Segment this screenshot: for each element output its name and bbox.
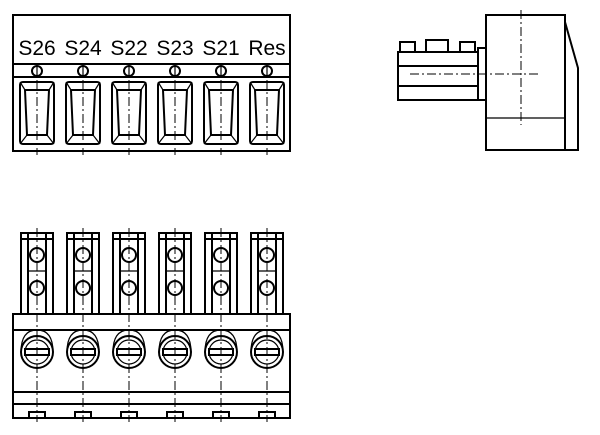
side-latch-3: [459, 41, 476, 53]
socket-bevel: [186, 81, 193, 91]
terminal-label: S26: [18, 37, 55, 60]
bottom-body-outline: [12, 313, 291, 419]
side-latch-2: [425, 39, 449, 53]
socket-bevel: [111, 81, 118, 91]
side-plug-outline: [397, 47, 487, 101]
socket-bevel: [232, 81, 239, 91]
terminal-label: S21: [202, 37, 239, 60]
front-terminal-1: S26: [18, 37, 56, 155]
socket-inner: [23, 89, 51, 136]
front-terminal-5: S21: [202, 37, 240, 155]
bottom-terminal-5: [204, 228, 238, 422]
front-body-outline: [12, 14, 291, 152]
bottom-terminal-6: [250, 228, 284, 422]
socket-bevel: [138, 134, 147, 145]
socket-bevel: [19, 134, 28, 145]
front-view: S26 S24 S22 S23 S21 Res: [12, 14, 291, 155]
bottom-terminal-1: [20, 228, 54, 422]
terminal-label: S22: [110, 37, 147, 60]
socket-bevel: [249, 81, 256, 91]
socket-bevel: [94, 81, 101, 91]
bottom-view: [12, 228, 291, 422]
terminal-label: Res: [248, 37, 285, 60]
socket-inner: [69, 89, 97, 136]
terminal-label: S24: [64, 37, 102, 60]
socket-bevel: [19, 81, 26, 91]
socket-bevel: [276, 134, 285, 145]
socket-bevel: [65, 134, 74, 145]
socket-bevel: [140, 81, 147, 91]
terminal-label: S23: [156, 37, 193, 60]
bottom-terminal-2: [66, 228, 100, 422]
socket-bevel: [157, 134, 166, 145]
front-terminal-2: S24: [64, 37, 102, 155]
socket-inner: [161, 89, 189, 136]
socket-bevel: [203, 81, 210, 91]
front-terminal-6: Res: [248, 37, 286, 155]
socket-bevel: [48, 81, 55, 91]
socket-bevel: [111, 134, 120, 145]
socket-bevel: [249, 134, 258, 145]
socket-bevel: [92, 134, 101, 145]
socket-bevel: [46, 134, 55, 145]
socket-inner: [253, 89, 281, 136]
front-terminal-4: S23: [156, 37, 194, 155]
socket-bevel: [157, 81, 164, 91]
socket-inner: [115, 89, 143, 136]
socket-bevel: [184, 134, 193, 145]
socket-bevel: [65, 81, 72, 91]
side-housing-outline: [485, 14, 579, 151]
bottom-terminal-3: [112, 228, 146, 422]
socket-bevel: [203, 134, 212, 145]
side-view: [397, 10, 579, 151]
socket-bevel: [230, 134, 239, 145]
socket-bevel: [278, 81, 285, 91]
side-latch-1: [399, 41, 416, 53]
front-terminal-3: S22: [110, 37, 148, 155]
socket-inner: [207, 89, 235, 136]
bottom-terminal-4: [158, 228, 192, 422]
